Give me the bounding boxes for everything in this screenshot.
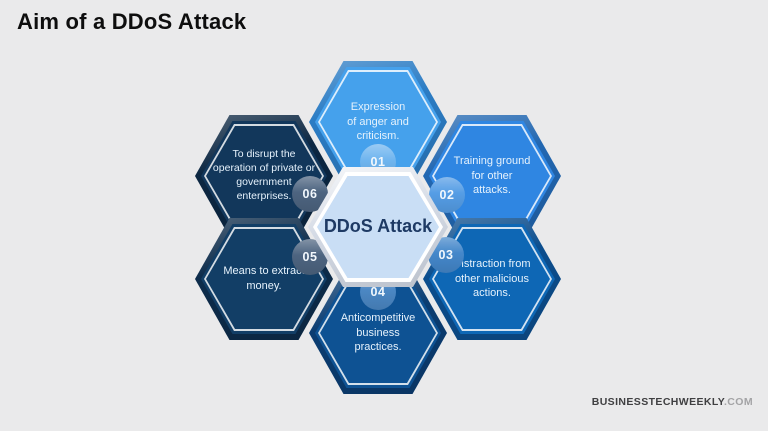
hexagon-node-03: Distraction from other malicious actions… [423,218,561,340]
hexagon-node-04: Anticompetitive business practices. [309,272,447,394]
brand-name: BUSINESSTECHWEEKLY [591,396,724,408]
node-04-label: Anticompetitive business practices. [340,312,416,354]
node-03-label: Distraction from other malicious actions… [453,258,531,300]
hexagon-node-05: Means to extract money. [195,218,333,340]
node-01-label: Expression of anger and criticism. [347,101,409,143]
page-title: Aim of a DDoS Attack [17,9,247,34]
center-hexagon: DDoS Attack [308,167,448,287]
center-label: DDoS Attack [323,216,433,237]
node-02-label: Training ground for other attacks. [453,155,531,197]
brand-tld: .COM [723,396,753,408]
brand-watermark: BUSINESSTECHWEEKLY.COM [592,396,753,408]
node-06-label: To disrupt the operation of private or g… [212,148,316,202]
